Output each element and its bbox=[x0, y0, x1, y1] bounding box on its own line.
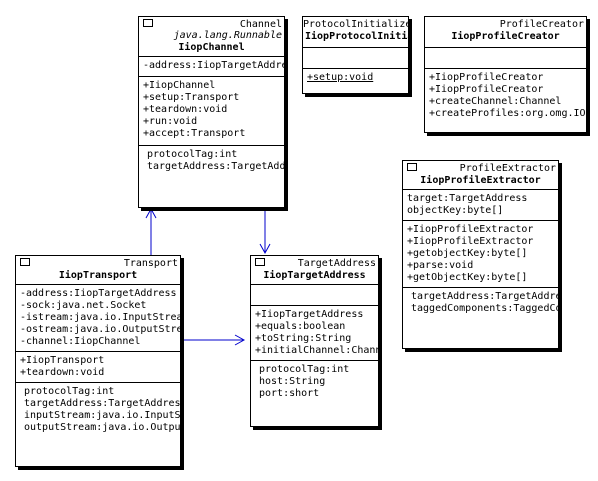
operations-section: +IiopTargetAddress +equals:boolean +toSt… bbox=[251, 306, 378, 361]
attributes-section: -address:IiopTargetAddress bbox=[139, 57, 284, 77]
attributes-section: -address:IiopTargetAddress -sock:java.ne… bbox=[16, 285, 180, 352]
field: port:short bbox=[259, 388, 320, 399]
field: protocolTag:int bbox=[147, 149, 238, 160]
class-iiop-channel[interactable]: Channel java.lang.Runnable IiopChannel -… bbox=[138, 16, 285, 208]
class-name: IiopProfileExtractor bbox=[420, 175, 541, 186]
operation: +setup:void bbox=[307, 72, 374, 83]
operation: +setup:Transport bbox=[143, 92, 240, 103]
operation: +accept:Transport bbox=[143, 128, 246, 139]
operation: +teardown:void bbox=[20, 367, 105, 378]
operation: +createProfiles:org.omg.IOP.TaggedProfil… bbox=[429, 108, 586, 119]
operations-section: +setup:void bbox=[303, 69, 408, 87]
attributes-section bbox=[303, 48, 408, 69]
class-header: Channel java.lang.Runnable IiopChannel bbox=[139, 17, 284, 57]
stereotype-label: ProfileCreator bbox=[499, 19, 584, 30]
operations-section: +IiopProfileExtractor +IiopProfileExtrac… bbox=[403, 221, 558, 288]
class-header: Transport IiopTransport bbox=[16, 256, 180, 285]
operation: +IiopTargetAddress bbox=[255, 309, 364, 320]
operation: +equals:boolean bbox=[255, 321, 346, 332]
operations-section: +IiopChannel +setup:Transport +teardown:… bbox=[139, 77, 284, 146]
fields-section: protocolTag:int targetAddress:TargetAddr… bbox=[16, 383, 180, 437]
field: targetAddress:TargetAddress bbox=[147, 161, 285, 172]
operation: +run:void bbox=[143, 116, 198, 127]
operation: +IiopChannel bbox=[143, 80, 216, 91]
class-header: ProfileCreator IiopProfileCreator bbox=[425, 17, 586, 48]
class-tab-icon bbox=[20, 258, 30, 266]
operations-section: +IiopProfileCreator +IiopProfileCreator … bbox=[425, 69, 586, 123]
class-tab-icon bbox=[255, 258, 265, 266]
operation: +getobjectKey:byte[] bbox=[407, 248, 528, 259]
operation: +teardown:void bbox=[143, 104, 228, 115]
operation: +IiopProfileExtractor bbox=[407, 224, 534, 235]
field: outputStream:java.io.OutputStream bbox=[24, 422, 181, 433]
class-iiop-transport[interactable]: Transport IiopTransport -address:IiopTar… bbox=[15, 255, 181, 467]
field: inputStream:java.io.InputStream bbox=[24, 410, 181, 421]
class-iiop-target-address[interactable]: TargetAddress IiopTargetAddress +IiopTar… bbox=[250, 255, 379, 427]
transport-to-targetaddress-arrowhead bbox=[234, 334, 246, 346]
class-header: ProfileExtractor IiopProfileExtractor bbox=[403, 161, 558, 190]
field: targetAddress:TargetAddress bbox=[411, 291, 559, 302]
attribute: -ostream:java.io.OutputStream bbox=[20, 324, 181, 335]
operation: +getObjectKey:byte[] bbox=[407, 272, 528, 283]
field: protocolTag:int bbox=[24, 386, 115, 397]
operation: +IiopProfileCreator bbox=[429, 84, 544, 95]
class-iiop-profile-creator[interactable]: ProfileCreator IiopProfileCreator +IiopP… bbox=[424, 16, 587, 133]
class-tab-icon bbox=[407, 163, 417, 171]
package-label: java.lang.Runnable bbox=[173, 30, 282, 41]
class-name: IiopTransport bbox=[58, 270, 138, 281]
field: host:String bbox=[259, 376, 326, 387]
attributes-section bbox=[251, 285, 378, 306]
operation: +IiopProfileCreator bbox=[429, 72, 544, 83]
class-name: IiopTargetAddress bbox=[263, 270, 366, 281]
attributes-section bbox=[425, 48, 586, 69]
channel-to-targetaddress-arrowhead bbox=[259, 243, 271, 255]
class-iiop-protocol-initializer[interactable]: ProtocolInitializer IiopProtocolInitiali… bbox=[302, 16, 409, 94]
fields-section: protocolTag:int targetAddress:TargetAddr… bbox=[139, 146, 284, 176]
class-tab-icon bbox=[143, 19, 153, 27]
operation: +parse:void bbox=[407, 260, 474, 271]
field: protocolTag:int bbox=[259, 364, 350, 375]
class-header: ProtocolInitializer IiopProtocolInitiali… bbox=[303, 17, 408, 48]
operations-section: +IiopTransport +teardown:void bbox=[16, 352, 180, 383]
class-name: IiopChannel bbox=[178, 42, 245, 53]
attribute: -istream:java.io.InputStream bbox=[20, 312, 181, 323]
attribute: target:TargetAddress bbox=[407, 193, 528, 204]
class-iiop-profile-extractor[interactable]: ProfileExtractor IiopProfileExtractor ta… bbox=[402, 160, 559, 349]
operation: +createChannel:Channel bbox=[429, 96, 562, 107]
class-name: IiopProfileCreator bbox=[451, 31, 560, 42]
operation: +toString:String bbox=[255, 333, 352, 344]
operation: +initialChannel:Channel bbox=[255, 345, 378, 356]
attribute: -address:IiopTargetAddress bbox=[143, 60, 285, 71]
stereotype-label: Channel bbox=[239, 19, 282, 30]
attribute: objectKey:byte[] bbox=[407, 205, 504, 216]
operation: +IiopProfileExtractor bbox=[407, 236, 534, 247]
stereotype-label: TargetAddress bbox=[297, 258, 376, 269]
stereotype-label: ProtocolInitializer bbox=[303, 19, 409, 30]
fields-section: protocolTag:int host:String port:short bbox=[251, 361, 378, 403]
stereotype-label: ProfileExtractor bbox=[459, 163, 556, 174]
attribute: -channel:IiopChannel bbox=[20, 336, 141, 347]
transport-to-channel-arrowhead bbox=[145, 207, 157, 219]
field: taggedComponents:TaggedComponent[] bbox=[411, 303, 559, 314]
class-name: IiopProtocolInitializer bbox=[305, 31, 408, 42]
stereotype-label: Transport bbox=[123, 258, 178, 269]
attributes-section: target:TargetAddress objectKey:byte[] bbox=[403, 190, 558, 221]
fields-section: targetAddress:TargetAddress taggedCompon… bbox=[403, 288, 558, 318]
class-header: TargetAddress IiopTargetAddress bbox=[251, 256, 378, 285]
attribute: -address:IiopTargetAddress bbox=[20, 288, 177, 299]
attribute: -sock:java.net.Socket bbox=[20, 300, 147, 311]
field: targetAddress:TargetAddress bbox=[24, 398, 181, 409]
operation: +IiopTransport bbox=[20, 355, 105, 366]
